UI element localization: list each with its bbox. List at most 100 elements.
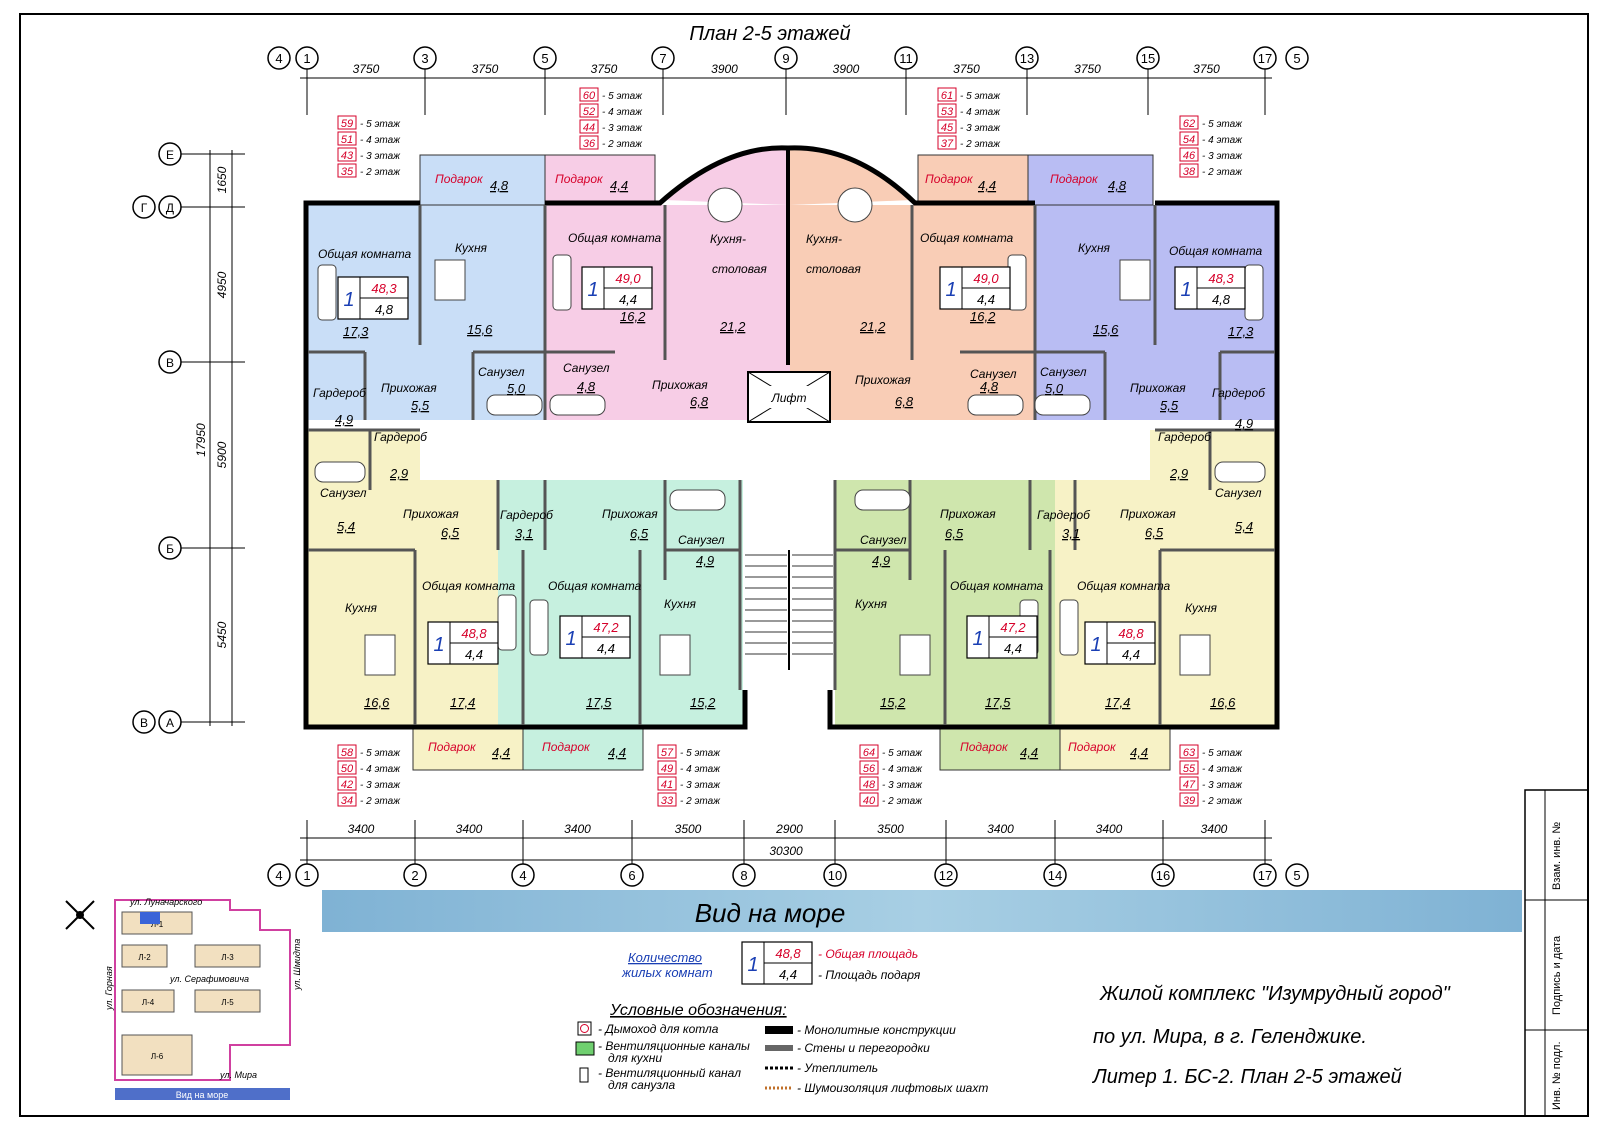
map-block-label: Л-5 bbox=[221, 998, 234, 1007]
balcony-label: Подарок bbox=[960, 740, 1009, 754]
floor-label: - 2 этаж bbox=[360, 167, 401, 178]
axis-bubble-top-8 bbox=[1253, 46, 1277, 70]
floor-number: 62 bbox=[1183, 118, 1195, 130]
room-name: Гардероб bbox=[374, 430, 428, 444]
balcony-5 bbox=[412, 724, 524, 771]
axis-left-a: А bbox=[166, 716, 174, 730]
room-area: 5,4 bbox=[337, 519, 355, 534]
room-area: 4,8 bbox=[490, 178, 509, 193]
room-area: 17,3 bbox=[343, 324, 369, 339]
room-area: 4,9 bbox=[696, 553, 714, 568]
floor-label: - 2 этаж bbox=[882, 796, 923, 807]
axis-bubble-bottom-8 bbox=[1151, 863, 1175, 887]
legend-title: Условные обозначения: bbox=[609, 1002, 787, 1019]
map-street-top: ул. Луначарского bbox=[129, 897, 202, 907]
axis-bubble-top-3-text: 7 bbox=[659, 51, 666, 66]
room-area: 4,8 bbox=[577, 379, 596, 394]
balcony-label: Подарок bbox=[542, 740, 591, 754]
axis-bubble-left-g bbox=[132, 195, 156, 219]
room-name: Общая комната bbox=[318, 247, 412, 261]
axis-bubble-side-br-text: 5 bbox=[1293, 868, 1300, 883]
balcony-label: Подарок bbox=[1050, 172, 1099, 186]
floor-number: 35 bbox=[341, 166, 354, 178]
room-area: 4,4 bbox=[1130, 745, 1148, 760]
sofa bbox=[552, 254, 572, 311]
room-name: Общая комната bbox=[548, 579, 642, 593]
floor-number: 45 bbox=[941, 122, 954, 134]
north-arrow-icon bbox=[65, 900, 95, 930]
room-name: Прихожая bbox=[1120, 507, 1176, 521]
room-area: 4,4 bbox=[608, 745, 626, 760]
apt-rooms-count: 1 bbox=[1180, 279, 1191, 301]
floor-label: - 2 этаж bbox=[1202, 167, 1243, 178]
floor-number: 43 bbox=[341, 150, 354, 162]
axis-bubble-top-3 bbox=[651, 46, 675, 70]
floor-number: 53 bbox=[941, 106, 954, 118]
fixtures bbox=[314, 187, 1266, 676]
room-area: 3,1 bbox=[1062, 526, 1080, 541]
map-block-label: Л-3 bbox=[221, 953, 234, 962]
apt-balcony-area: 4,4 bbox=[465, 647, 483, 662]
dim-top-2: 3750 bbox=[591, 62, 618, 76]
axis-bubble-side-tl bbox=[267, 46, 291, 70]
floor-badge bbox=[657, 744, 677, 759]
axis-bubble-side-bl-text: 4 bbox=[275, 868, 282, 883]
map-block bbox=[194, 989, 261, 1013]
kitchen-table bbox=[1119, 259, 1151, 301]
floor-number: 39 bbox=[1183, 795, 1195, 807]
legend-walls: - Стены и перегородки bbox=[797, 1041, 930, 1055]
floor-number: 60 bbox=[583, 90, 596, 102]
dim-top-5: 3750 bbox=[953, 62, 980, 76]
floor-badge bbox=[337, 147, 357, 162]
room-area: 17,5 bbox=[586, 695, 612, 710]
room-name: Кухня bbox=[855, 597, 888, 611]
axis-left-v: В bbox=[166, 356, 174, 370]
axis-bubble-top-5-text: 11 bbox=[899, 51, 913, 66]
sea-view-band bbox=[322, 890, 1522, 932]
room-area: 5,5 bbox=[411, 398, 430, 413]
room-area: 4,8 bbox=[1108, 178, 1127, 193]
legend-vent-k2: для кухни bbox=[608, 1051, 662, 1065]
bathtub bbox=[549, 394, 606, 416]
axis-bubble-left-e bbox=[158, 142, 182, 166]
room-name: Прихожая bbox=[652, 378, 708, 392]
axis-bubble-bottom-3-text: 6 bbox=[628, 868, 635, 883]
stamp-sign: Подпись и дата bbox=[1551, 935, 1563, 1015]
axis-bubble-top-5 bbox=[894, 46, 918, 70]
floor-number: 63 bbox=[1183, 747, 1196, 759]
sofa bbox=[1007, 254, 1027, 311]
map-street-mid: ул. Серафимовича bbox=[169, 974, 249, 984]
legend-balcony: 4,4 bbox=[779, 967, 797, 982]
plan-title: План 2-5 этажей bbox=[689, 23, 850, 45]
floor-badge bbox=[1179, 792, 1199, 807]
axis-left-e: Е bbox=[166, 148, 174, 162]
dim-total: 30300 bbox=[769, 844, 803, 858]
legend-chimney: - Дымоход для котла bbox=[598, 1022, 719, 1036]
axis-bubble-side-bl bbox=[267, 863, 291, 887]
legend-insulation: - Утеплитель bbox=[797, 1061, 878, 1075]
room-area: 17,5 bbox=[985, 695, 1011, 710]
room-name: Прихожая bbox=[940, 507, 996, 521]
floor-number: 44 bbox=[583, 122, 595, 134]
floor-number: 55 bbox=[1183, 763, 1196, 775]
staircase bbox=[745, 550, 833, 670]
floor-number: 36 bbox=[583, 138, 596, 150]
apt-total-area: 48,3 bbox=[1208, 271, 1234, 286]
apt-tag-3: 149,04,4 bbox=[939, 266, 1011, 310]
dim-left-17950: 17950 bbox=[194, 423, 208, 457]
apt-tag-5: 148,84,4 bbox=[427, 621, 499, 665]
map-block bbox=[194, 944, 261, 968]
map-block-label: Л-4 bbox=[142, 998, 155, 1007]
axis-bubble-top-7 bbox=[1136, 46, 1160, 70]
dim-left-4950: 4950 bbox=[215, 271, 229, 298]
axis-bubble-bottom-5-text: 10 bbox=[828, 868, 842, 883]
axis-bubble-left-a bbox=[158, 710, 182, 734]
legend-total-label: - Общая площадь bbox=[818, 947, 918, 961]
room-area: 17,4 bbox=[1105, 695, 1130, 710]
floor-label: - 5 этаж bbox=[680, 748, 721, 759]
floor-badge bbox=[337, 744, 357, 759]
balcony-8 bbox=[1059, 724, 1171, 771]
